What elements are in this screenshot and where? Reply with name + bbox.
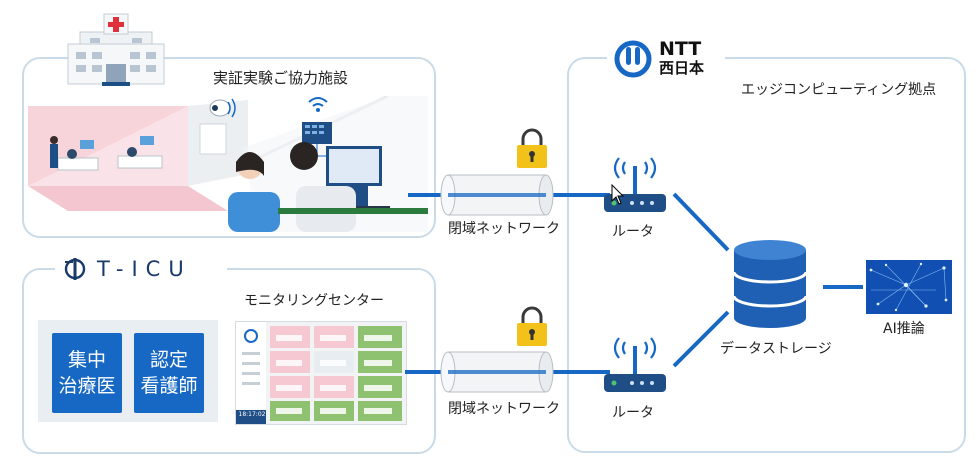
monitoring-title: モニタリングセンター: [244, 293, 384, 309]
mouse-cursor-icon: [611, 184, 625, 205]
storage-label: データストレージ: [720, 341, 832, 357]
lock-icon-bottom: [517, 306, 547, 346]
ntt-logo-line1: NTT: [659, 38, 702, 60]
link-monitoring-tube: [405, 370, 460, 374]
router-label-bottom: ルータ: [612, 405, 654, 421]
link-storage-ai: [823, 285, 863, 289]
router-storage-links: [672, 192, 730, 368]
screen-time: 18:17:02: [238, 411, 266, 418]
lock-icon-top: [517, 128, 547, 168]
database-icon: [732, 240, 808, 328]
staff-box-nurse: 認定 看護師: [134, 333, 204, 413]
monitoring-screen: 18:17:02: [235, 321, 407, 425]
ticu-logo-icon: [64, 258, 86, 280]
link-facility-tube: [408, 193, 460, 197]
staff-nurse-line1: 認定: [149, 349, 188, 371]
router-label-top: ルータ: [612, 224, 654, 240]
hospital-building-icon: [67, 13, 165, 86]
ntt-logo-icon: [614, 40, 652, 78]
closed-network-label-bottom: 閉域ネットワーク: [448, 401, 560, 417]
icu-room-illustration: [28, 96, 428, 232]
ntt-logo-line2: 西日本: [659, 59, 705, 77]
ai-network-image: [866, 260, 952, 314]
closed-network-label-top: 閉域ネットワーク: [448, 221, 560, 237]
staff-intensivist-line1: 集中: [67, 349, 106, 371]
ai-label: AI推論: [883, 321, 925, 337]
staff-nurse-line2: 看護師: [140, 375, 198, 397]
facility-title: 実証実験ご協力施設: [213, 69, 349, 87]
router-icon-bottom: [604, 337, 666, 392]
closed-network-tube-bottom: [440, 351, 554, 393]
closed-network-tube-top: [440, 174, 554, 216]
link-tube-router-top: [540, 193, 610, 197]
screen-grid: [236, 322, 402, 424]
ticu-logo-text: T-ICU: [97, 257, 192, 281]
ntt-logo-text: NTT 西日本: [659, 40, 704, 78]
edge-title: エッジコンピューティング拠点: [741, 82, 937, 98]
ntt-logo: NTT 西日本: [607, 36, 725, 82]
ticu-logo: T-ICU: [55, 257, 227, 281]
staff-intensivist-line2: 治療医: [58, 375, 116, 397]
link-tube-router-bottom: [540, 370, 610, 374]
staff-box-intensivist: 集中 治療医: [52, 333, 122, 413]
